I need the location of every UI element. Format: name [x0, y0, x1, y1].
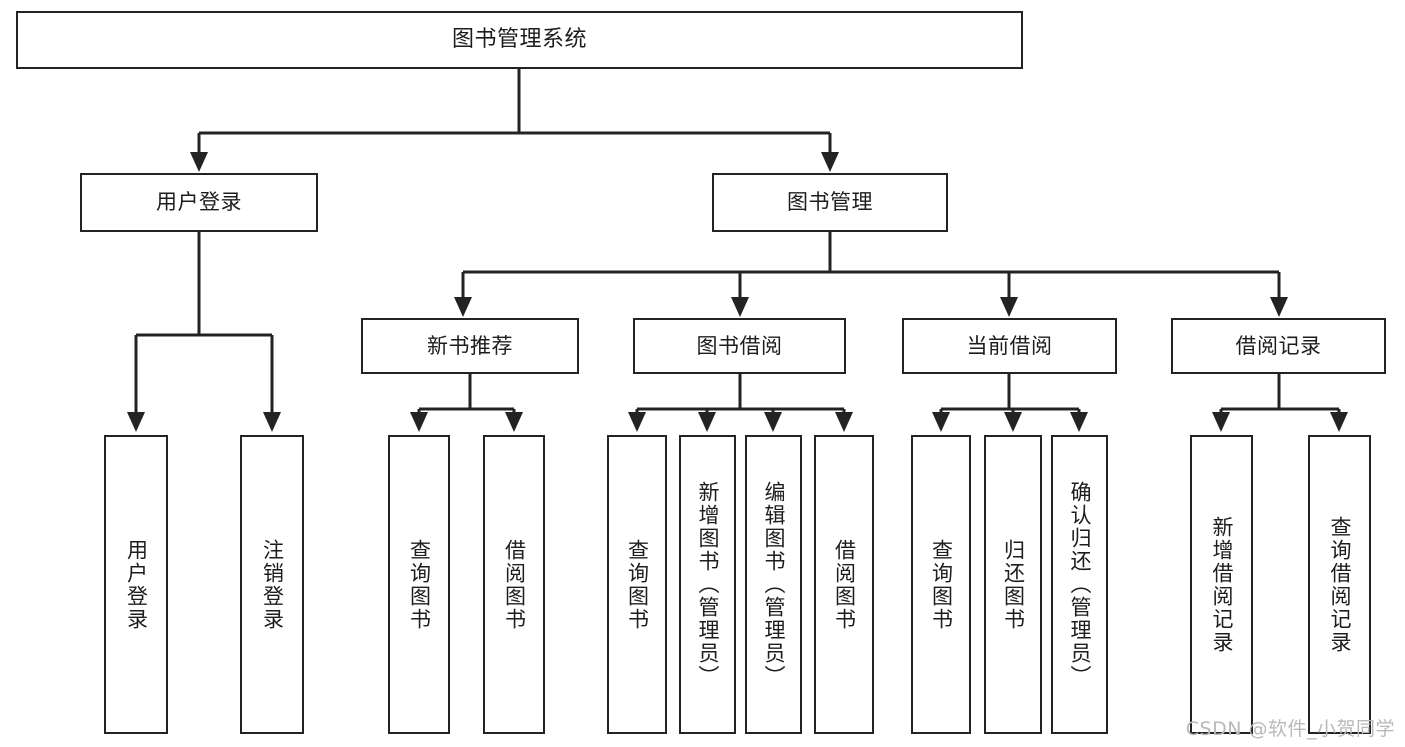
arrowhead-bus-current-2 — [1070, 412, 1088, 432]
watermark-text: CSDN @软件_小贺同学 — [1185, 718, 1395, 740]
arrowhead-bus-newbook-1 — [505, 412, 523, 432]
node-leaf-10[interactable]: 归还图书 — [984, 435, 1042, 734]
arrowhead-bus-current-0 — [932, 412, 950, 432]
node-label: 查询借阅记录 — [1327, 515, 1352, 654]
node-label: 新增图书（管理员） — [695, 481, 720, 688]
node-label: 查询图书 — [407, 538, 432, 631]
arrowhead-bus-records-0 — [1212, 412, 1230, 432]
arrowhead-bus-newbook-0 — [410, 412, 428, 432]
node-leaf-13[interactable]: 查询借阅记录 — [1308, 435, 1371, 734]
node-borrow[interactable]: 图书借阅 — [633, 318, 846, 374]
node-bookmgmt[interactable]: 图书管理 — [712, 173, 948, 232]
node-label: 用户登录 — [156, 190, 242, 215]
arrowhead-bus-records-1 — [1330, 412, 1348, 432]
node-leaf-1[interactable]: 用户登录 — [104, 435, 168, 734]
node-leaf-11[interactable]: 确认归还（管理员） — [1051, 435, 1108, 734]
node-label: 查询图书 — [929, 538, 954, 631]
node-label: 图书借阅 — [696, 333, 783, 358]
node-login[interactable]: 用户登录 — [80, 173, 318, 232]
node-leaf-4[interactable]: 借阅图书 — [483, 435, 545, 734]
arrowhead-bus-bookmgmt-3 — [1270, 297, 1288, 317]
node-label: 借阅图书 — [832, 538, 857, 631]
arrowhead-bus-borrow-3 — [835, 412, 853, 432]
arrowhead-bus-bookmgmt-2 — [1000, 297, 1018, 317]
node-leaf-12[interactable]: 新增借阅记录 — [1190, 435, 1253, 734]
arrowhead-bus-root-0 — [190, 152, 208, 172]
node-current[interactable]: 当前借阅 — [902, 318, 1117, 374]
arrowhead-bus-bookmgmt-1 — [731, 297, 749, 317]
node-records[interactable]: 借阅记录 — [1171, 318, 1386, 374]
node-label: 图书管理 — [787, 190, 873, 215]
arrowhead-bus-borrow-0 — [628, 412, 646, 432]
arrowhead-bus-login-0 — [127, 412, 145, 432]
node-label: 图书管理系统 — [451, 26, 587, 52]
arrowhead-bus-root-1 — [821, 152, 839, 172]
arrowhead-bus-bookmgmt-0 — [454, 297, 472, 317]
node-leaf-5[interactable]: 查询图书 — [607, 435, 667, 734]
node-leaf-2[interactable]: 注销登录 — [240, 435, 304, 734]
node-leaf-6[interactable]: 新增图书（管理员） — [679, 435, 736, 734]
node-label: 借阅记录 — [1235, 333, 1322, 358]
node-label: 新增借阅记录 — [1209, 515, 1234, 654]
node-label: 确认归还（管理员） — [1067, 481, 1092, 688]
node-label: 查询图书 — [625, 538, 650, 631]
node-label: 新书推荐 — [427, 333, 513, 358]
node-label: 借阅图书 — [502, 538, 527, 631]
arrowhead-bus-borrow-2 — [764, 412, 782, 432]
node-leaf-7[interactable]: 编辑图书（管理员） — [745, 435, 802, 734]
arrowhead-bus-current-1 — [1004, 412, 1022, 432]
arrowhead-bus-borrow-1 — [698, 412, 716, 432]
node-label: 编辑图书（管理员） — [761, 481, 786, 688]
node-label: 用户登录 — [124, 538, 149, 631]
node-root[interactable]: 图书管理系统 — [16, 11, 1023, 69]
node-label: 归还图书 — [1001, 538, 1026, 631]
node-leaf-3[interactable]: 查询图书 — [388, 435, 450, 734]
node-label: 注销登录 — [260, 538, 285, 631]
node-label: 当前借阅 — [966, 333, 1053, 358]
node-leaf-9[interactable]: 查询图书 — [911, 435, 971, 734]
arrowhead-bus-login-1 — [263, 412, 281, 432]
node-leaf-8[interactable]: 借阅图书 — [814, 435, 874, 734]
node-newbook[interactable]: 新书推荐 — [361, 318, 579, 374]
